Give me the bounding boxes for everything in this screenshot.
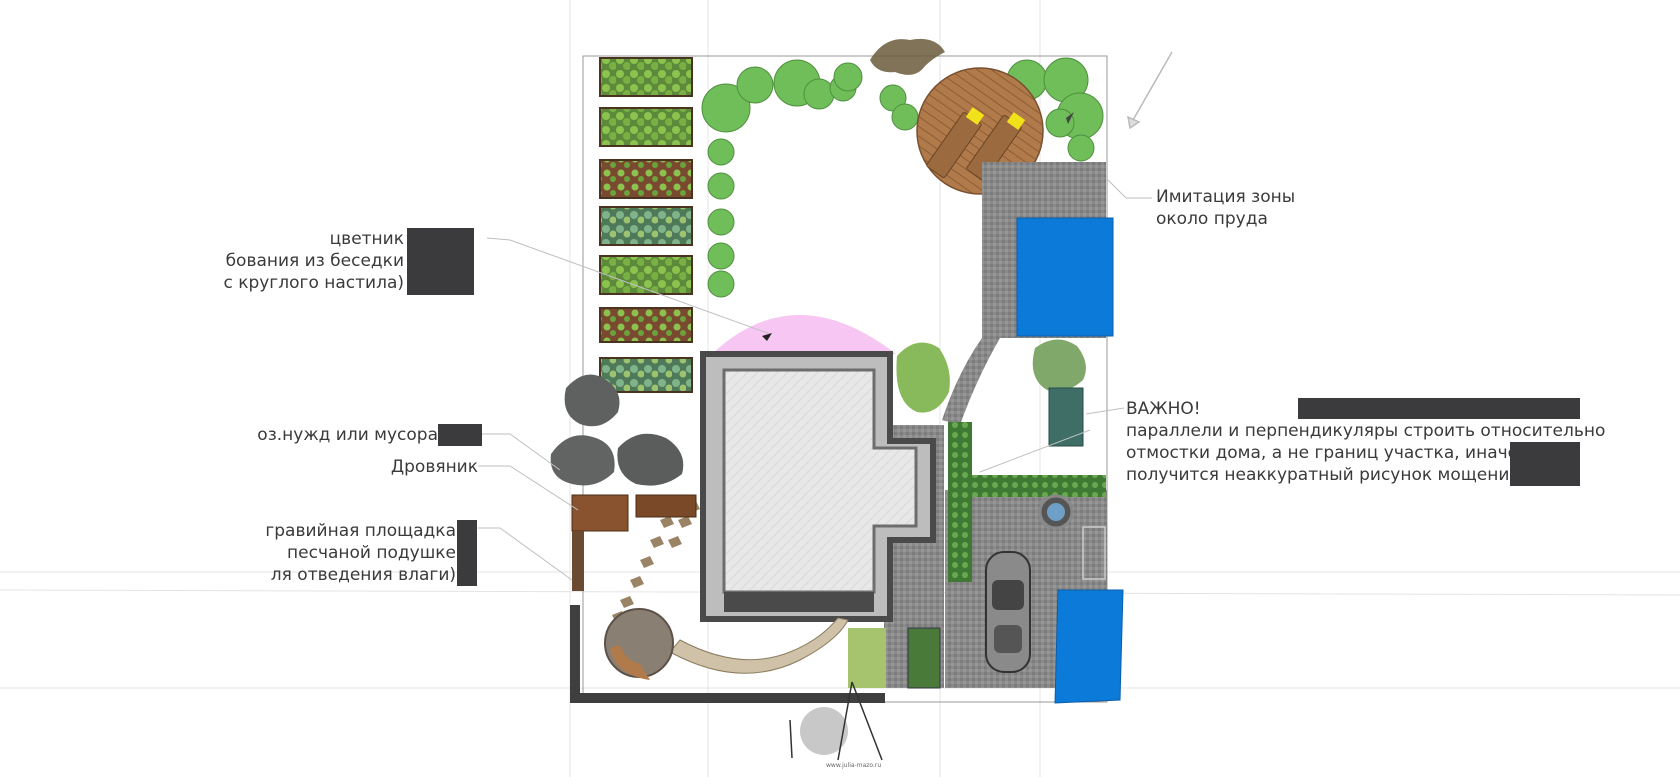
woodshed: [635, 494, 697, 518]
pond-upper: [1016, 217, 1114, 337]
logo-icon: [789, 681, 883, 761]
shrub-icon: [550, 38, 1086, 486]
tree-icon: [701, 57, 1104, 298]
arrow-icon: [1127, 51, 1173, 130]
pond-label-1: Имитация зоны: [1156, 187, 1296, 207]
flowerbed-label-2: бования из беседки: [225, 251, 404, 271]
redaction-block: [1510, 442, 1580, 486]
leader-lines: [478, 177, 1152, 581]
sun-lounger-icon: [926, 107, 1026, 182]
house: [700, 351, 936, 622]
redaction-block: [457, 520, 477, 586]
car-icon: [985, 551, 1031, 673]
bench: [1048, 387, 1084, 447]
table: [1082, 526, 1106, 580]
woodshed-label: Дровяник: [390, 457, 478, 477]
playground-label-2: песчаной подушке: [287, 543, 456, 563]
planter-box: [907, 627, 941, 689]
redaction-block: [438, 424, 482, 446]
lawn-arc: [712, 315, 896, 354]
note-line-1: параллели и перпендикуляры строить относ…: [1126, 421, 1606, 441]
logo-credit: www.julia-mazo.ru: [826, 762, 882, 769]
gravel-path: [669, 617, 849, 674]
note-title: ВАЖНО!: [1126, 399, 1201, 419]
pond-lower: [1054, 589, 1124, 704]
hedge: [948, 422, 972, 582]
redaction-block: [1298, 398, 1580, 419]
note-line-2: отмостки дома, а не границ участка, инач…: [1126, 443, 1519, 463]
fence: [570, 605, 885, 703]
note-line-3: получится неаккуратный рисунок мощения.л…: [1126, 465, 1542, 485]
planter: [848, 628, 886, 688]
redaction-block: [407, 228, 474, 295]
playground-label-3: ля отведения влаги): [270, 565, 456, 585]
storage-shed: [571, 494, 629, 532]
playground-label-1: гравийная площадка: [265, 521, 456, 541]
raised-beds: [599, 57, 693, 393]
flowerbed-label-3: с круглого настила): [223, 273, 404, 293]
flowerbed-label-1: цветник: [329, 229, 404, 249]
pond-label-2: около пруда: [1156, 209, 1268, 229]
storage-label: оз.нужд или мусора: [257, 425, 438, 445]
